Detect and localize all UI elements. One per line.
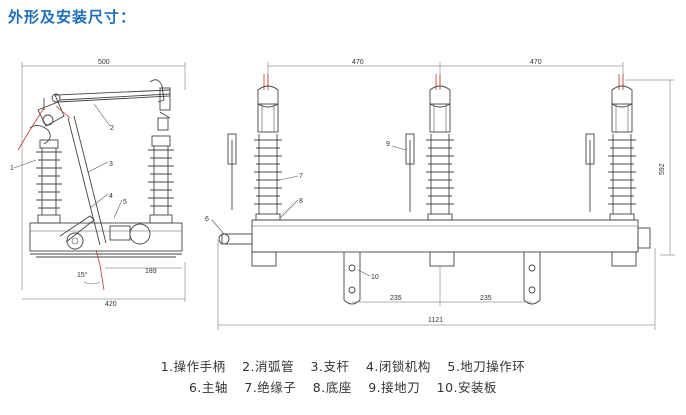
dim-mount-right: 235 (480, 295, 492, 302)
dim-mount-left: 235 (390, 295, 402, 302)
callout-5: 5 (123, 199, 127, 206)
legend-item: 7.绝缘子 (244, 380, 297, 395)
side-view: 500 (10, 59, 186, 308)
callout-7: 7 (299, 173, 303, 180)
callout-6: 6 (205, 216, 209, 223)
dim-side-width: 500 (98, 59, 110, 66)
dim-pole-span-right: 470 (530, 59, 542, 66)
legend-item: 4.闭锁机构 (365, 359, 431, 374)
dim-total-length: 1121 (428, 317, 443, 324)
legend-item: 8.底座 (312, 380, 352, 395)
page-title: 外形及安装尺寸： (8, 9, 137, 26)
callout-3: 3 (109, 161, 113, 168)
technical-drawing: 500 (10, 59, 675, 330)
callout-8: 8 (299, 198, 303, 205)
legend-item: 6.主轴 (188, 380, 228, 395)
dim-base-total: 420 (105, 301, 117, 308)
front-view: 470 470 592 (205, 59, 675, 330)
dim-height: 592 (659, 163, 666, 175)
legend-row-1: 1.操作手柄 2.消弧管 3.支杆 4.闭锁机构 5.地刀操作环 (0, 356, 686, 375)
legend-item: 10.安装板 (436, 380, 498, 395)
callout-2: 2 (110, 125, 114, 132)
legend-row-2: 6.主轴 7.绝缘子 8.底座 9.接地刀 10.安装板 (0, 377, 686, 396)
callout-1: 1 (10, 165, 14, 172)
dim-base-length: 189 (145, 268, 157, 275)
legend-item: 3.支杆 (310, 359, 350, 374)
dim-angle: 15° (77, 271, 88, 279)
legend-item: 5.地刀操作环 (447, 359, 526, 374)
legend-item: 1.操作手柄 (160, 359, 226, 374)
callout-10: 10 (371, 274, 379, 281)
callout-9: 9 (386, 141, 390, 148)
legend-item: 2.消弧管 (242, 359, 295, 374)
dim-pole-span-left: 470 (352, 59, 364, 66)
callout-4: 4 (109, 193, 113, 200)
legend-item: 9.接地刀 (368, 380, 421, 395)
